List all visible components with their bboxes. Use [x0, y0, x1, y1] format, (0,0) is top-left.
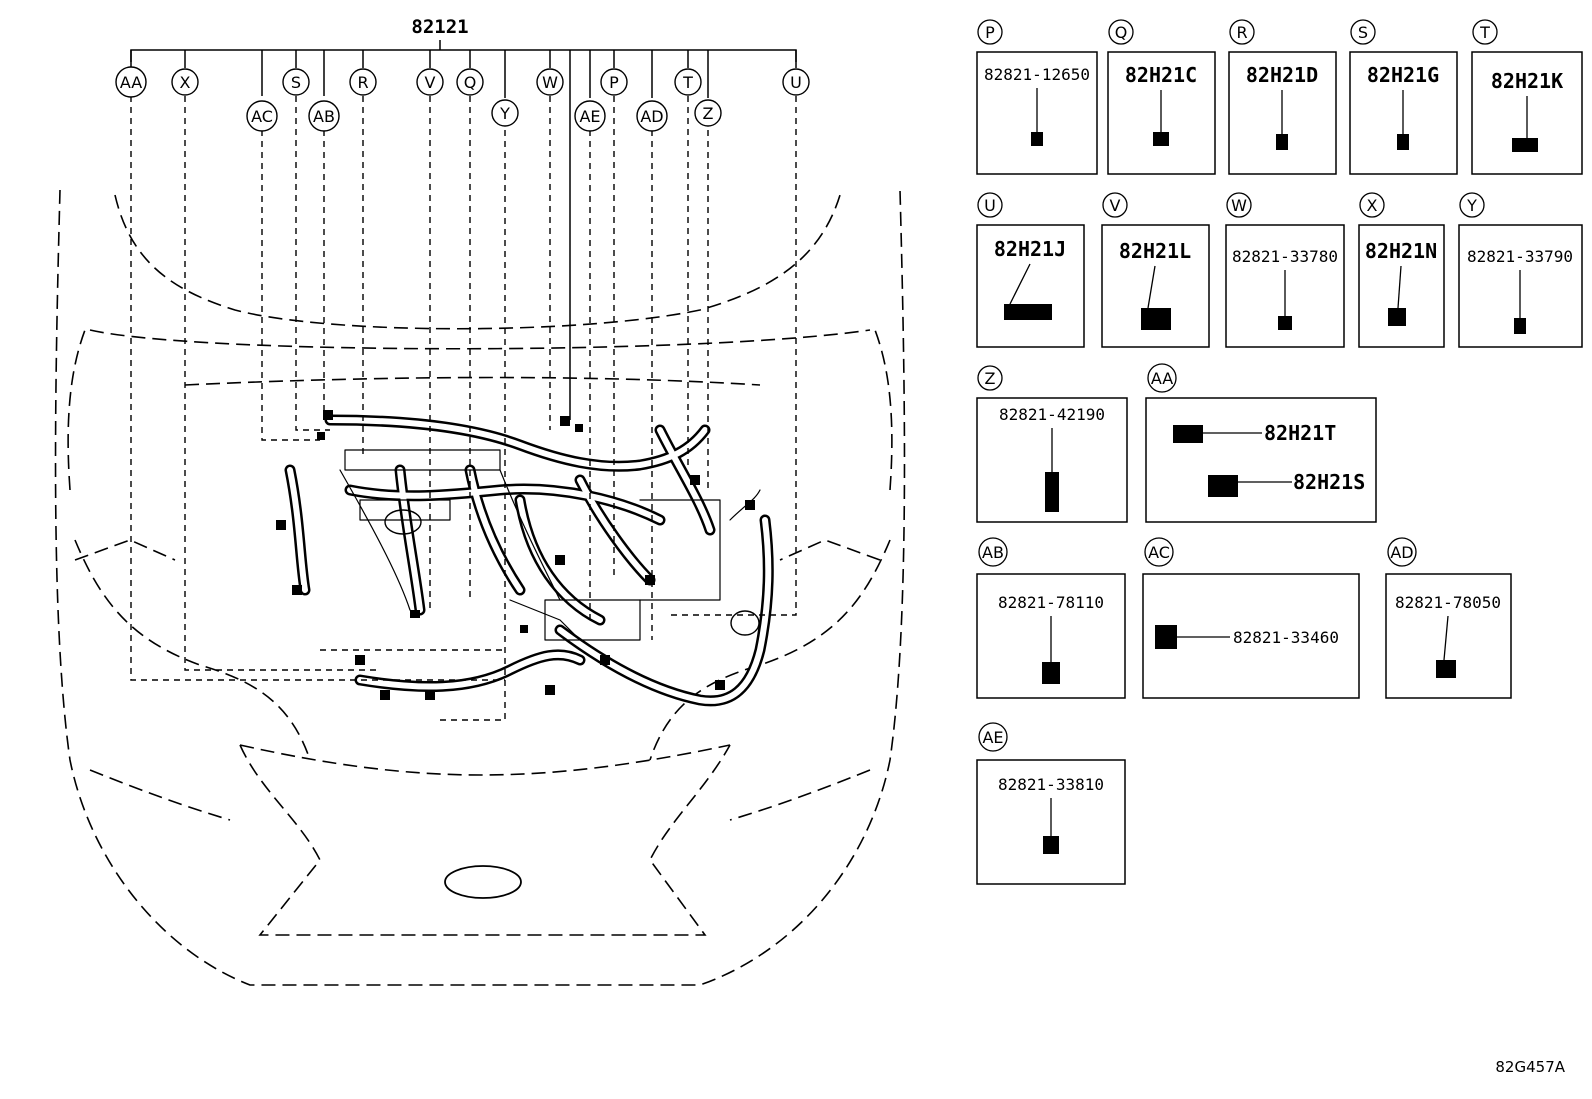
box-label: AD: [1390, 543, 1413, 562]
callout-x: X: [171, 68, 199, 96]
box-part-number: 82H21N: [1365, 239, 1437, 263]
svg-text:AD: AD: [640, 107, 663, 126]
svg-text:P: P: [609, 73, 619, 92]
box-label: AA: [1151, 369, 1173, 388]
wire-harness: [276, 410, 774, 707]
callout-ad: AD: [636, 100, 668, 132]
detail-box-r: R 82H21D: [1228, 19, 1337, 175]
box-label: V: [1110, 196, 1121, 215]
callout-v: V: [416, 68, 444, 96]
callout-r: R: [349, 68, 377, 96]
box-part-number-lower: 82H21S: [1293, 470, 1365, 494]
callout-u: U: [782, 68, 810, 96]
callout-q: Q: [456, 68, 484, 96]
box-label: W: [1231, 196, 1247, 215]
box-label: AE: [982, 728, 1003, 747]
box-label: U: [984, 196, 996, 215]
callout-t: T: [674, 68, 702, 96]
box-part-number: 82H21D: [1246, 63, 1318, 87]
svg-text:Q: Q: [464, 73, 477, 92]
svg-text:T: T: [682, 73, 693, 92]
detail-box-ab: AB 82821-78110: [976, 537, 1126, 699]
callout-s: S: [282, 68, 310, 96]
box-part-number: 82821-33460: [1233, 628, 1339, 647]
svg-text:Y: Y: [499, 104, 510, 123]
detail-box-ae: AE 82821-33810: [976, 722, 1126, 885]
svg-text:AA: AA: [120, 73, 142, 92]
detail-box-ac: AC 82821-33460: [1142, 537, 1360, 699]
callout-ae: AE: [574, 100, 606, 132]
callout-w: W: [536, 68, 564, 96]
box-part-number: 82821-33810: [998, 775, 1104, 794]
svg-text:U: U: [790, 73, 802, 92]
box-label: Z: [985, 369, 996, 388]
callout-z: Z: [694, 99, 722, 127]
box-part-number: 82H21L: [1119, 239, 1191, 263]
emblem: [444, 865, 522, 899]
callout-ac: AC: [246, 100, 278, 132]
box-label: P: [985, 23, 995, 42]
svg-text:X: X: [180, 73, 191, 92]
box-label: AB: [982, 543, 1004, 562]
detail-box-ad: AD 82821-78050: [1385, 537, 1512, 699]
svg-text:W: W: [542, 73, 558, 92]
diagram-reference-code: 82G457A: [1495, 1058, 1565, 1076]
detail-box-y: Y 82821-33790: [1458, 192, 1583, 348]
callout-p: P: [600, 68, 628, 96]
box-part-number: 82821-12650: [984, 65, 1090, 84]
box-label: X: [1367, 196, 1378, 215]
box-part-number: 82821-33790: [1467, 247, 1573, 266]
detail-box-z: Z 82821-42190: [976, 365, 1128, 523]
box-part-number: 82821-78050: [1395, 593, 1501, 612]
box-part-number: 82821-78110: [998, 593, 1104, 612]
detail-box-p: P 82821-12650: [976, 19, 1098, 175]
detail-box-s: S 82H21G: [1349, 19, 1458, 175]
box-label: R: [1236, 23, 1247, 42]
callout-y: Y: [491, 99, 519, 127]
box-part-number: 82H21J: [994, 237, 1066, 261]
svg-text:AE: AE: [579, 107, 600, 126]
detail-box-t: T 82H21K: [1471, 19, 1583, 175]
detail-box-v: V 82H21L: [1101, 192, 1210, 348]
svg-text:S: S: [291, 73, 301, 92]
main-part-bracket: [130, 40, 797, 420]
box-part-number: 82H21K: [1491, 69, 1563, 93]
box-label: T: [1479, 23, 1490, 42]
callout-aa: AA: [115, 66, 147, 98]
box-label: AC: [1148, 543, 1170, 562]
box-part-number: 82H21G: [1367, 63, 1439, 87]
box-label: Q: [1115, 23, 1128, 42]
dashed-leaders: [130, 96, 797, 721]
svg-text:R: R: [357, 73, 368, 92]
svg-text:AB: AB: [313, 107, 335, 126]
detail-box-x: X 82H21N: [1358, 192, 1445, 348]
box-label: S: [1358, 23, 1368, 42]
callout-ab: AB: [308, 100, 340, 132]
box-part-number: 82821-33780: [1232, 247, 1338, 266]
box-part-number: 82H21C: [1125, 63, 1197, 87]
detail-box-w: W 82821-33780: [1225, 192, 1345, 348]
svg-text:AC: AC: [251, 107, 273, 126]
detail-box-q: Q 82H21C: [1107, 19, 1216, 175]
svg-text:Z: Z: [703, 104, 714, 123]
box-label: Y: [1466, 196, 1477, 215]
detail-box-aa: AA 82H21T 82H21S: [1145, 363, 1377, 523]
box-part-number: 82821-42190: [999, 405, 1105, 424]
svg-text:V: V: [425, 73, 436, 92]
vehicle-callouts: AA X AC S AB R V Q Y W AE P AD T Z U: [115, 66, 810, 132]
box-part-number-upper: 82H21T: [1264, 421, 1336, 445]
detail-box-u: U 82H21J: [976, 192, 1085, 348]
main-part-number: 82121: [411, 16, 468, 38]
detail-boxes: P 82821-12650 Q 82H21C R 82H21D S: [976, 19, 1583, 885]
